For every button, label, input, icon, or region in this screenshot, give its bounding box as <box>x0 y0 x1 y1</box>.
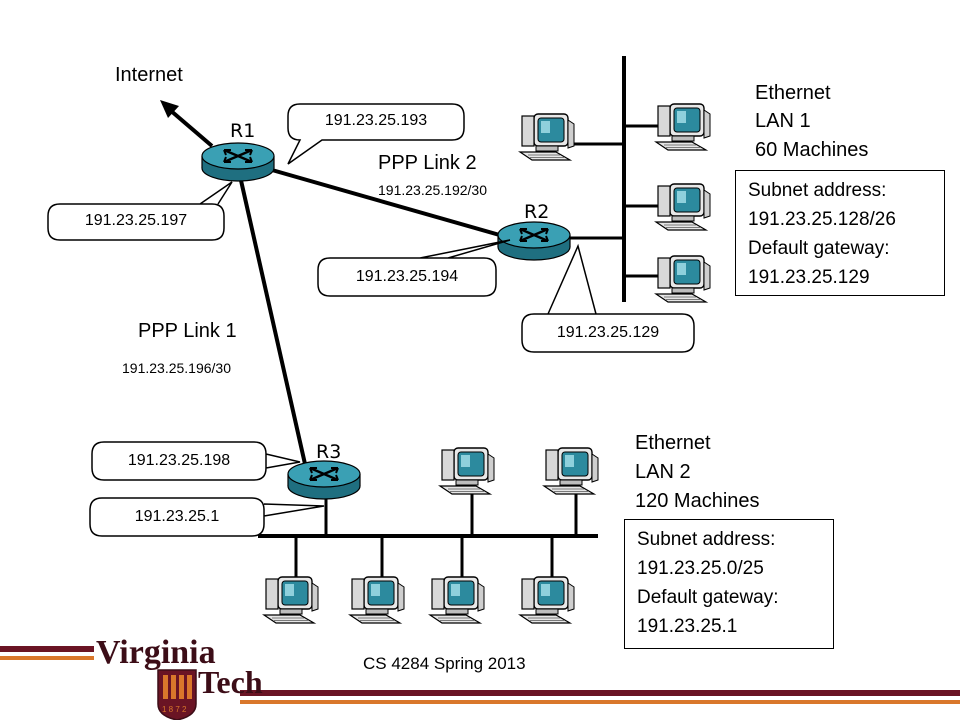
r1-link2-ip: 191.23.25.193 <box>324 112 428 129</box>
lan1-name: LAN 1 <box>755 110 811 132</box>
internet-arrow-head <box>160 100 179 118</box>
router-r1-icon <box>200 141 276 183</box>
callout-r2-link2 <box>317 239 511 297</box>
lan1-computer-icon <box>655 183 711 231</box>
logo-stripe-maroon <box>0 646 94 652</box>
lan2-machines: 120 Machines <box>635 490 760 512</box>
ppp-link-2 <box>264 166 511 240</box>
ppp-link-1-label: PPP Link 1 <box>138 320 237 342</box>
router-r1-label: R1 <box>230 120 256 142</box>
lan2-subnet-box: Subnet address: 191.23.25.0/25 Default g… <box>624 519 834 649</box>
internet-link <box>168 108 214 148</box>
r3-lan2-ip: 191.23.25.1 <box>134 508 220 525</box>
router-r2-label: R2 <box>524 201 550 223</box>
lan1-computer-icon <box>655 103 711 151</box>
lan1-subnet-value: 191.23.25.128/26 <box>748 209 896 230</box>
lan1-computer-icon <box>655 255 711 303</box>
r2-lan1-ip: 191.23.25.129 <box>556 324 660 341</box>
callout-r1-link2 <box>287 103 465 165</box>
logo-word-virginia: Virginia <box>96 634 216 671</box>
lan1-gateway-value: 191.23.25.129 <box>748 267 870 288</box>
logo-word-tech: Tech <box>198 664 263 700</box>
lan2-name: LAN 2 <box>635 461 691 483</box>
footer-course: CS 4284 Spring 2013 <box>363 654 526 673</box>
callout-r3-lan2 <box>89 497 325 537</box>
lan2-subnet-label: Subnet address: <box>637 529 776 550</box>
footer-stripe-maroon <box>240 690 960 696</box>
callout-r3-link1 <box>91 441 301 481</box>
lan2-gateway-value: 191.23.25.1 <box>637 616 738 637</box>
logo-stripe-orange <box>0 656 94 660</box>
r1-link1-ip: 191.23.25.197 <box>84 212 188 229</box>
callout-r2-lan1 <box>521 243 695 353</box>
lan2-computer-icon <box>349 576 405 624</box>
lan1-type: Ethernet <box>755 82 831 104</box>
lan2-type: Ethernet <box>635 432 711 454</box>
ppp-link-2-label: PPP Link 2 <box>378 152 477 174</box>
router-r3-icon <box>286 459 362 501</box>
lan2-subnet-value: 191.23.25.0/25 <box>637 558 764 579</box>
lan1-subnet-label: Subnet address: <box>748 180 887 201</box>
lan2-gateway-label: Default gateway: <box>637 587 779 608</box>
lan1-machines: 60 Machines <box>755 139 869 161</box>
lan1-computer-icon <box>519 113 575 161</box>
lan1-gateway-label: Default gateway: <box>748 238 890 259</box>
ppp-link-1-subnet: 191.23.25.196/30 <box>122 360 231 376</box>
ppp-link-2-subnet: 191.23.25.192/30 <box>378 182 487 198</box>
router-r3-label: R3 <box>316 441 342 463</box>
r3-link1-ip: 191.23.25.198 <box>127 452 231 469</box>
r2-link2-ip: 191.23.25.194 <box>355 268 459 285</box>
ppp-link-1 <box>238 175 307 465</box>
logo-digits: 1 8 7 2 <box>162 705 187 714</box>
lan2-computer-icon <box>263 576 319 624</box>
callout-r1-link1 <box>47 181 233 241</box>
lan2-computer-icon <box>439 447 495 495</box>
lan2-computer-icon <box>519 576 575 624</box>
lan2-computer-icon <box>543 447 599 495</box>
lan2-computer-icon <box>429 576 485 624</box>
lan1-subnet-box: Subnet address: 191.23.25.128/26 Default… <box>735 170 945 296</box>
internet-label: Internet <box>115 64 183 86</box>
footer-stripe-orange <box>240 700 960 704</box>
